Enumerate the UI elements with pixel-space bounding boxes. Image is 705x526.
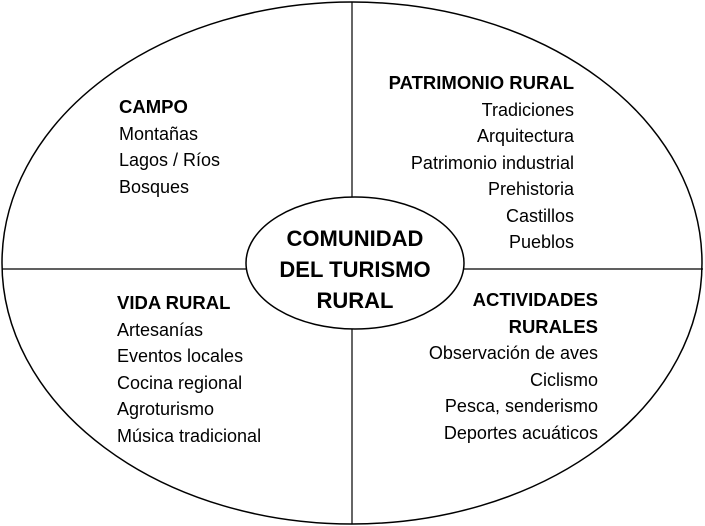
list-item: Agroturismo	[117, 399, 215, 419]
center-title-line: COMUNIDAD	[286, 226, 424, 251]
list-item: Eventos locales	[117, 346, 244, 366]
center-title-line: DEL TURISMO	[279, 257, 431, 282]
quadrant-actividades: ACTIVIDADES RURALES Observación de aves …	[429, 287, 598, 446]
list-item: Arquitectura	[476, 126, 574, 146]
list-item: Observación de aves	[428, 343, 598, 363]
list-item: Bosques	[119, 176, 190, 197]
list-item: Deportes acuáticos	[443, 422, 598, 443]
list-item: Tradiciones	[481, 99, 574, 120]
quadrant-campo: CAMPO Montañas Lagos / Ríos Bosques	[119, 94, 220, 200]
list-item: Lagos / Ríos	[119, 150, 221, 170]
quadrant-vida-rural: VIDA RURAL Artesanías Eventos locales Co…	[117, 290, 261, 449]
center-title: COMUNIDAD DEL TURISMO RURAL	[246, 223, 464, 316]
center-ellipse	[245, 196, 465, 330]
quadrant-title: ACTIVIDADES	[472, 289, 598, 310]
list-item: Cocina regional	[117, 372, 243, 393]
list-item: Artesanías	[117, 319, 204, 340]
list-item: Pesca, senderismo	[444, 396, 598, 416]
list-item: Prehistoria	[487, 179, 574, 199]
list-item: Patrimonio industrial	[410, 152, 574, 173]
quadrant-patrimonio: PATRIMONIO RURAL Tradiciones Arquitectur…	[389, 70, 574, 256]
list-item: Castillos	[505, 205, 574, 226]
quadrant-title: PATRIMONIO RURAL	[388, 72, 574, 93]
list-item: Pueblos	[508, 232, 574, 252]
list-item: Música tradicional	[117, 425, 262, 446]
list-item: Montañas	[119, 123, 199, 144]
center-title-line: RURAL	[316, 288, 394, 313]
list-item: Ciclismo	[529, 369, 598, 390]
quadrant-title: RURALES	[508, 315, 598, 337]
quadrant-title: CAMPO	[119, 96, 188, 117]
quadrant-title: VIDA RURAL	[117, 292, 231, 313]
